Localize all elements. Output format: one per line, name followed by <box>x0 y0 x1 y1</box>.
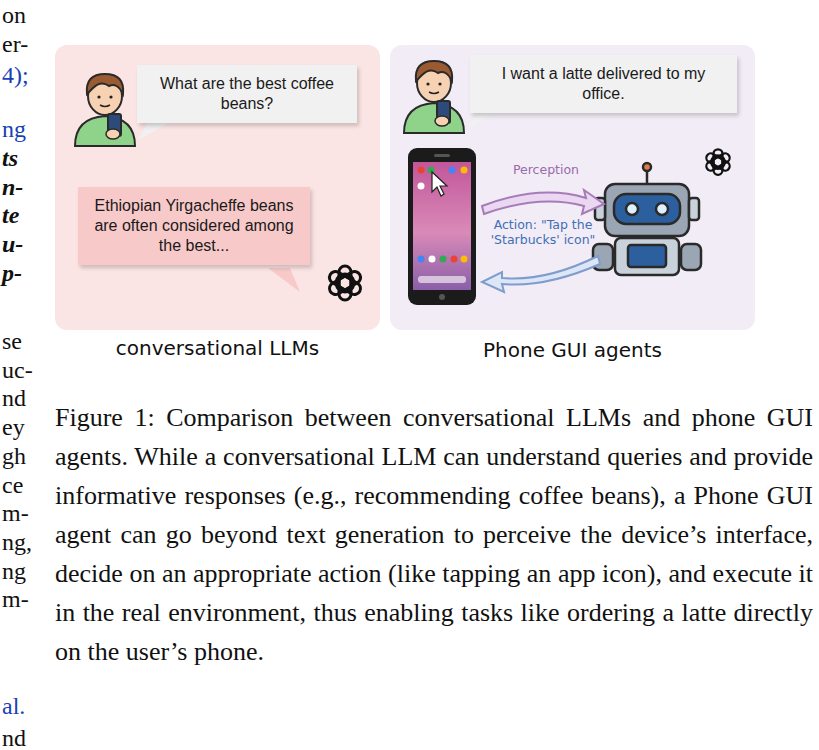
figure-caption: Figure 1: Comparison between conversatio… <box>55 398 813 671</box>
action-arrow <box>482 256 600 292</box>
margin-text: 4); <box>2 62 29 88</box>
bubble-text: What are the best coffee beans? <box>147 74 347 114</box>
bubble-tail <box>268 268 300 292</box>
margin-text: al. <box>2 693 25 719</box>
margin-text: se <box>2 328 22 354</box>
user-icon <box>404 61 464 133</box>
margin-text: ce <box>2 472 23 498</box>
bubble-text: Ethiopian Yirgacheffe beans are often co… <box>88 196 300 256</box>
panel-title: conversational LLMs <box>55 336 380 360</box>
margin-text: n- <box>2 174 23 200</box>
margin-text: ng <box>2 558 26 584</box>
margin-text: on <box>2 2 26 28</box>
margin-text: nd <box>2 725 26 750</box>
panel: conversational LLMs What are the best cof… <box>55 45 380 365</box>
arrow-label: Perception <box>496 162 596 177</box>
margin-text: ey <box>2 414 25 440</box>
user-icon <box>75 74 135 146</box>
arrow-label: Action: "Tap the 'Starbucks' icon" <box>488 217 598 247</box>
panel-ground <box>55 45 380 330</box>
margin-text: ng <box>2 116 26 142</box>
speech-bubble: What are the best coffee beans? <box>137 65 357 123</box>
openai-logo <box>705 149 732 175</box>
margin-text: ng, <box>2 529 32 555</box>
openai-logo <box>327 266 362 300</box>
panel-title: Phone GUI agents <box>390 338 755 362</box>
margin-text: nd <box>2 385 26 411</box>
margin-text: ts <box>2 145 18 171</box>
panel: Phone GUI agents I want a latte delivered… <box>390 45 755 367</box>
margin-text: u- <box>2 231 23 257</box>
margin-text: gh <box>2 443 26 469</box>
phone <box>408 148 476 305</box>
margin-text: m- <box>2 500 29 526</box>
margin-text: er- <box>2 31 28 57</box>
panel-ground <box>390 45 755 330</box>
robot <box>593 163 701 275</box>
margin-text: te <box>2 202 19 228</box>
speech-bubble: Ethiopian Yirgacheffe beans are often co… <box>78 187 310 265</box>
margin-text: p- <box>2 260 22 286</box>
margin-text: m- <box>2 586 29 612</box>
margin-text: uc- <box>2 357 33 383</box>
speech-bubble: I want a latte delivered to my office. <box>470 55 737 113</box>
bubble-text: I want a latte delivered to my office. <box>480 64 727 104</box>
perception-arrow <box>482 190 604 214</box>
